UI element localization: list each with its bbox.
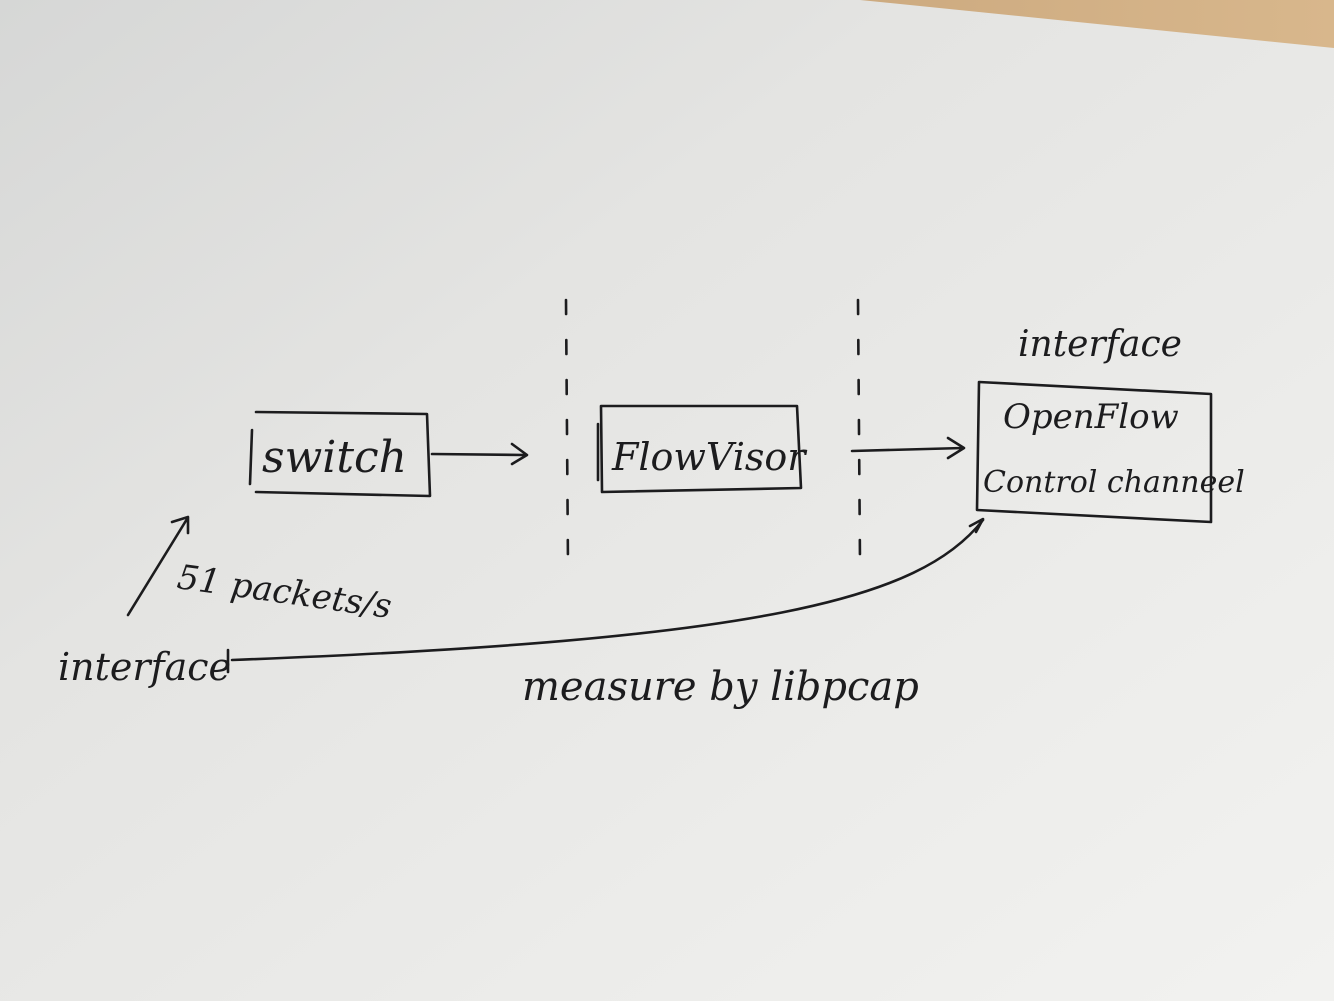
arrow-switch-to-flowvisor [430, 442, 529, 466]
interface-top-label: interface [1018, 324, 1182, 365]
separator-left [564, 298, 570, 567]
interface-left-label: interface [58, 645, 231, 689]
openflow-label-line2: Control channeel [983, 465, 1245, 500]
openflow-box [975, 380, 1213, 524]
flowvisor-label: FlowVisor [611, 435, 808, 479]
switch-box-left-tick [248, 428, 254, 486]
return-curve [230, 518, 985, 662]
switch-box [254, 410, 432, 498]
openflow-label-line1: OpenFlow [1003, 397, 1179, 437]
return-arrowhead [968, 517, 985, 534]
arrow-interface-to-switch [126, 515, 190, 617]
arrow-flowvisor-to-openflow [850, 436, 966, 460]
measure-label: measure by libpcap [522, 664, 919, 710]
separator-right [856, 298, 862, 564]
flowvisor-box [599, 404, 803, 494]
switch-label: switch [262, 432, 407, 483]
